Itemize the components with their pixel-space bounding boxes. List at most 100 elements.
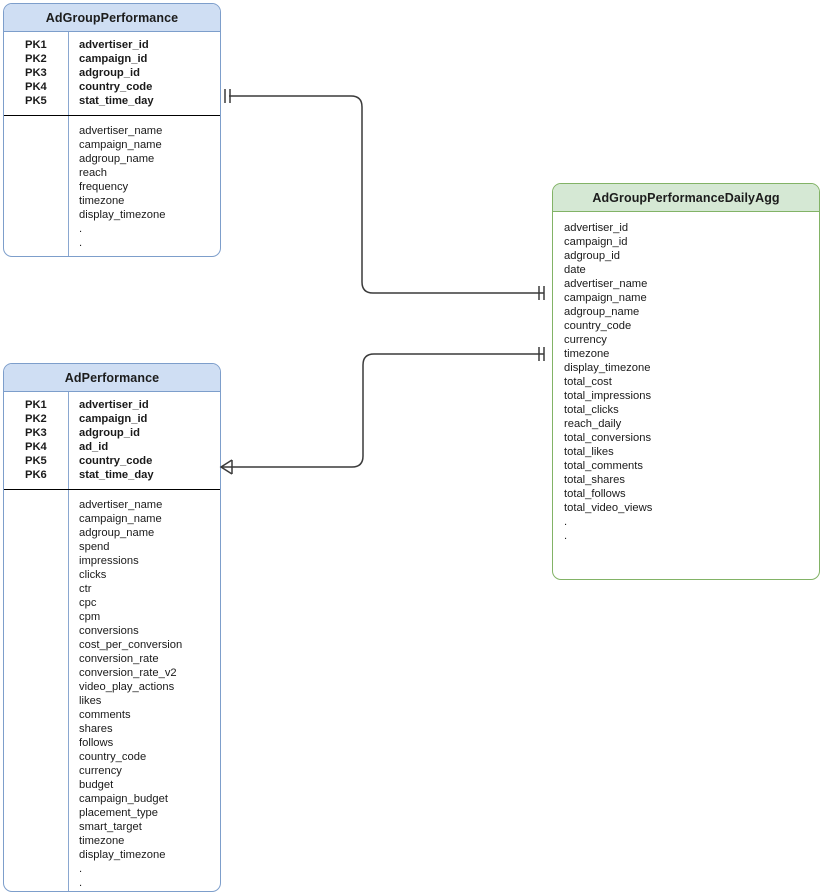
attribute-field: campaign_budget	[79, 793, 168, 805]
pk-field: campaign_id	[79, 53, 148, 65]
attribute-field: currency	[564, 334, 607, 346]
attribute-field: conversion_rate	[79, 653, 159, 665]
entity-body-ad-performance: PK1 PK2 PK3 PK4 PK5 PK6 advertiser_id ca…	[4, 392, 220, 891]
attribute-field: ctr	[79, 583, 92, 595]
connector-line-ad-to-agg	[232, 353, 544, 468]
attribute-field: reach_daily	[564, 418, 622, 430]
attribute-field: clicks	[79, 569, 107, 581]
attribute-field: campaign_name	[79, 139, 162, 151]
primary-key-label-column: PK1 PK2 PK3 PK4 PK5	[4, 32, 68, 115]
attribute-field: advertiser_id	[564, 222, 629, 234]
primary-key-section: PK1 PK2 PK3 PK4 PK5 PK6 advertiser_id ca…	[4, 392, 220, 490]
entity-ad-performance[interactable]: AdPerformance PK1 PK2 PK3 PK4 PK5 PK6 ad…	[3, 363, 221, 892]
attribute-field: campaign_name	[79, 513, 162, 525]
entity-adgroup-performance[interactable]: AdGroupPerformance PK1 PK2 PK3 PK4 PK5 a…	[3, 3, 221, 257]
attribute-field: adgroup_name	[79, 153, 155, 165]
attribute-field: cost_per_conversion	[79, 639, 183, 651]
primary-key-label-column: PK1 PK2 PK3 PK4 PK5 PK6	[4, 392, 68, 489]
attribute-field: conversions	[79, 625, 139, 637]
attribute-field: spend	[79, 541, 110, 553]
primary-key-name-column: advertiser_id campaign_id adgroup_id cou…	[68, 32, 220, 115]
pk-label: PK1	[25, 39, 47, 51]
ellipsis-dot: .	[79, 863, 83, 875]
pk-field: adgroup_id	[79, 67, 140, 79]
attribute-field: currency	[79, 765, 122, 777]
column-divider	[68, 32, 69, 256]
attribute-field: advertiser_name	[564, 278, 648, 290]
attribute-field: follows	[79, 737, 114, 749]
ellipsis-dot: .	[564, 516, 568, 528]
attribute-list: advertiser_id campaign_id adgroup_id dat…	[553, 212, 819, 552]
attribute-field: adgroup_name	[564, 306, 640, 318]
ellipsis-dot: .	[79, 223, 83, 235]
ellipsis-dot: .	[79, 877, 83, 889]
attribute-field: reach	[79, 167, 107, 179]
pk-label: PK6	[25, 469, 47, 481]
pk-field: country_code	[79, 455, 153, 467]
pk-field: campaign_id	[79, 413, 148, 425]
pk-field: stat_time_day	[79, 95, 154, 107]
column-divider	[68, 392, 69, 891]
pk-field: adgroup_id	[79, 427, 140, 439]
attribute-field: total_conversions	[564, 432, 652, 444]
pk-label: PK2	[25, 413, 47, 425]
attribute-field: total_shares	[564, 474, 625, 486]
attribute-spacer-column	[4, 116, 68, 256]
ellipsis-dot: .	[79, 237, 83, 249]
pk-label: PK3	[25, 427, 47, 439]
attribute-field: shares	[79, 723, 113, 735]
attribute-field: display_timezone	[79, 849, 166, 861]
attribute-field: budget	[79, 779, 114, 791]
pk-label: PK5	[25, 455, 47, 467]
ellipsis-dot: .	[564, 530, 568, 542]
attribute-field: total_follows	[564, 488, 626, 500]
attribute-section: advertiser_name campaign_name adgroup_na…	[4, 490, 220, 891]
attribute-name-column: advertiser_name campaign_name adgroup_na…	[68, 490, 220, 891]
entity-title-ad-performance: AdPerformance	[4, 364, 220, 392]
attribute-field: impressions	[79, 555, 139, 567]
pk-field: country_code	[79, 81, 153, 93]
attribute-field: date	[564, 264, 586, 276]
relationship-adgroup-to-agg[interactable]	[224, 89, 545, 300]
attribute-field: video_play_actions	[79, 681, 175, 693]
attribute-field: likes	[79, 695, 102, 707]
attribute-field: total_impressions	[564, 390, 652, 402]
attribute-field: placement_type	[79, 807, 158, 819]
attribute-field: total_clicks	[564, 404, 619, 416]
attribute-field: country_code	[564, 320, 632, 332]
attribute-field: comments	[79, 709, 131, 721]
attribute-field: total_comments	[564, 460, 643, 472]
attribute-field: cpm	[79, 611, 101, 623]
pk-field: ad_id	[79, 441, 109, 453]
attribute-field: conversion_rate_v2	[79, 667, 177, 679]
entity-body-adgroup-performance-daily-agg: advertiser_id campaign_id adgroup_id dat…	[553, 212, 819, 552]
pk-label: PK2	[25, 53, 47, 65]
entity-title-adgroup-performance: AdGroupPerformance	[4, 4, 220, 32]
pk-label: PK1	[25, 399, 47, 411]
attribute-name-column: advertiser_name campaign_name adgroup_na…	[68, 116, 220, 256]
pk-label: PK4	[25, 81, 47, 93]
cardinality-marker-one-and-only-one-source	[224, 89, 231, 103]
pk-field: advertiser_id	[79, 399, 149, 411]
pk-field: stat_time_day	[79, 469, 154, 481]
attribute-field: advertiser_name	[79, 125, 163, 137]
entity-adgroup-performance-daily-agg[interactable]: AdGroupPerformanceDailyAgg advertiser_id…	[552, 183, 820, 580]
attribute-field: total_cost	[564, 376, 612, 388]
attribute-field: total_video_views	[564, 502, 653, 514]
primary-key-name-column: advertiser_id campaign_id adgroup_id ad_…	[68, 392, 220, 489]
attribute-field: adgroup_name	[79, 527, 155, 539]
attribute-field: campaign_id	[564, 236, 628, 248]
cardinality-marker-crows-foot-source	[219, 459, 233, 475]
pk-label: PK4	[25, 441, 47, 453]
attribute-field: smart_target	[79, 821, 142, 833]
pk-label: PK3	[25, 67, 47, 79]
attribute-field: display_timezone	[564, 362, 651, 374]
cardinality-marker-one-and-only-one-target	[538, 347, 545, 361]
attribute-field: country_code	[79, 751, 147, 763]
attribute-section: advertiser_name campaign_name adgroup_na…	[4, 116, 220, 256]
relationship-ad-to-agg[interactable]	[219, 347, 545, 475]
attribute-field: frequency	[79, 181, 129, 193]
cardinality-marker-one-and-only-one-target	[538, 286, 545, 300]
attribute-spacer-column	[4, 490, 68, 891]
